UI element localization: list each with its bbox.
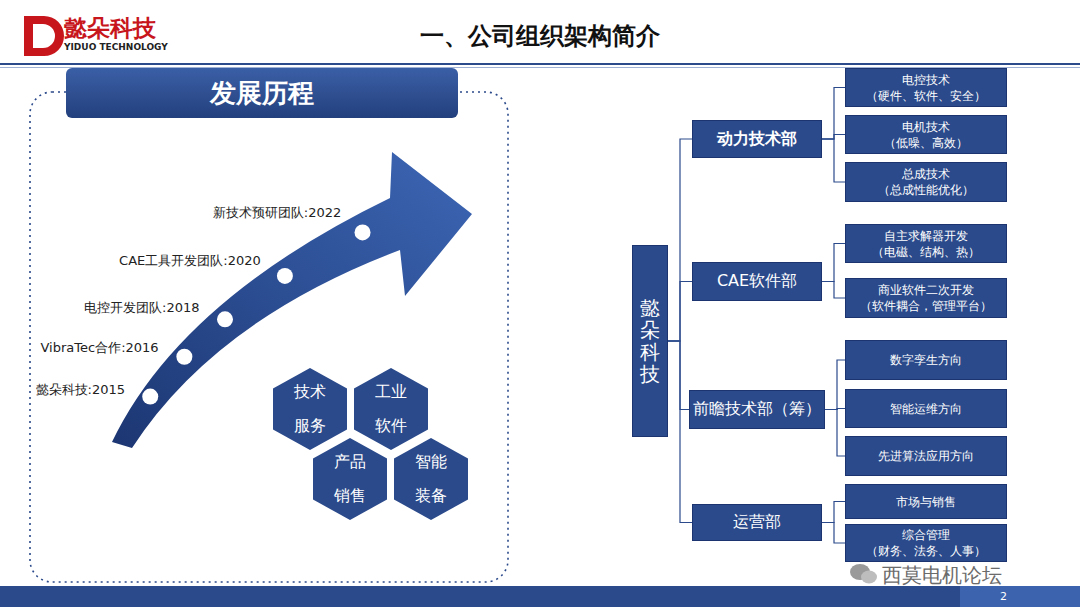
team-box: 电控技术（硬件、软件、安全） [845,68,1007,107]
hexagon-tag: 工业 软件 [353,367,429,451]
milestone-label: VibraTec合作:2016 [41,339,159,357]
watermark: 西莫电机论坛 [882,562,1002,589]
milestone-label: 懿朵科技:2015 [36,381,125,399]
node-label: 数字孪生方向 [890,352,962,368]
department-box: 运营部 [692,504,822,541]
node-label: 工业 软件 [373,375,410,443]
tree-connector [668,341,692,523]
history-panel [30,92,508,582]
node-label: 发展历程 [210,76,314,111]
wechat-icon [850,564,877,584]
logo-bar [24,16,30,56]
node-detail: （低噪、高效） [884,135,968,151]
tree-connector [822,88,845,140]
node-label: 产品 销售 [332,445,369,513]
node-label: 运营部 [733,512,781,533]
node-label: 自主求解器开发 [884,228,968,244]
tree-connector [668,341,689,410]
node-detail: （总成性能优化） [878,182,974,198]
section-header: 发展历程 [66,68,458,118]
hexagon-fill [354,368,428,450]
team-box: 总成技术（总成性能优化） [845,162,1007,202]
hexagon-tag: 技术 服务 [272,367,348,451]
logo-subtext: YIDUO TECHNOLOGY [64,42,168,52]
team-box: 自主求解器开发（电磁、结构、热） [845,224,1007,263]
node-label: 市场与销售 [896,494,956,510]
node-label: 技术 服务 [292,375,329,443]
node-label: 先进算法应用方向 [878,448,974,464]
footer-accent [960,586,1080,607]
team-box: 商业软件二次开发（软件耦合，管理平台） [845,278,1007,318]
team-box: 电机技术（低噪、高效） [845,115,1007,154]
milestone-label: 电控开发团队:2018 [84,299,199,317]
department-box: 动力技术部 [692,120,822,158]
milestone-dot [142,389,158,405]
hexagon-fill [394,438,468,520]
hexagon-tag: 智能 装备 [393,437,469,521]
node-detail: （财务、法务、人事） [866,543,986,559]
team-box: 综合管理（财务、法务、人事） [845,524,1007,562]
logo-icon [24,16,64,56]
node-label: 电控技术 [902,72,950,88]
node-label: 智能 装备 [413,445,450,513]
hexagon-fill [313,438,387,520]
tree-connector [668,282,692,342]
node-label: 智能运维方向 [890,401,962,417]
milestone-dot [277,268,293,284]
tree-connector [668,139,692,341]
team-box: 先进算法应用方向 [845,436,1007,476]
department-box: 前瞻技术部（筹） [689,390,825,429]
tree-connector [825,360,845,410]
milestone-dot [176,349,192,365]
node-label: 动力技术部 [717,129,797,150]
header-rule [0,63,1080,65]
footer-bar [0,586,1080,607]
node-detail: （软件耦合，管理平台） [860,298,992,314]
tree-connector [822,282,845,299]
tree-connector [822,139,845,182]
node-label: 懿朵科技 [640,297,660,385]
team-box: 市场与销售 [845,484,1007,519]
node-detail: （电磁、结构、热） [872,244,980,260]
node-label: 综合管理 [902,527,950,543]
node-label: 总成技术 [902,166,950,182]
tree-connector [822,523,845,544]
hexagon-shape [393,437,469,521]
page-number: 2 [1000,590,1007,603]
milestone-dot [217,311,233,327]
tree-connector [822,135,845,140]
node-label: 电机技术 [902,119,950,135]
milestone-label: 新技术预研团队:2022 [213,204,341,222]
department-box: CAE软件部 [692,262,822,301]
node-label: CAE软件部 [717,271,797,292]
milestone-dot [355,224,371,240]
team-box: 数字孪生方向 [845,340,1007,380]
tree-connector [822,244,845,282]
hexagon-fill [273,368,347,450]
company-box: 懿朵科技 [632,245,668,437]
team-box: 智能运维方向 [845,389,1007,428]
hexagon-shape [353,367,429,451]
node-detail: （硬件、软件、安全） [866,88,986,104]
hexagon-shape [272,367,348,451]
tree-connector [825,410,845,457]
node-label: 前瞻技术部（筹） [693,399,821,420]
milestone-label: CAE工具开发团队:2020 [119,252,261,270]
hexagon-shape [312,437,388,521]
hexagon-tag: 产品 销售 [312,437,388,521]
tree-connector [822,502,845,523]
node-label: 商业软件二次开发 [878,282,974,298]
logo-text: 懿朵科技 [64,13,156,44]
